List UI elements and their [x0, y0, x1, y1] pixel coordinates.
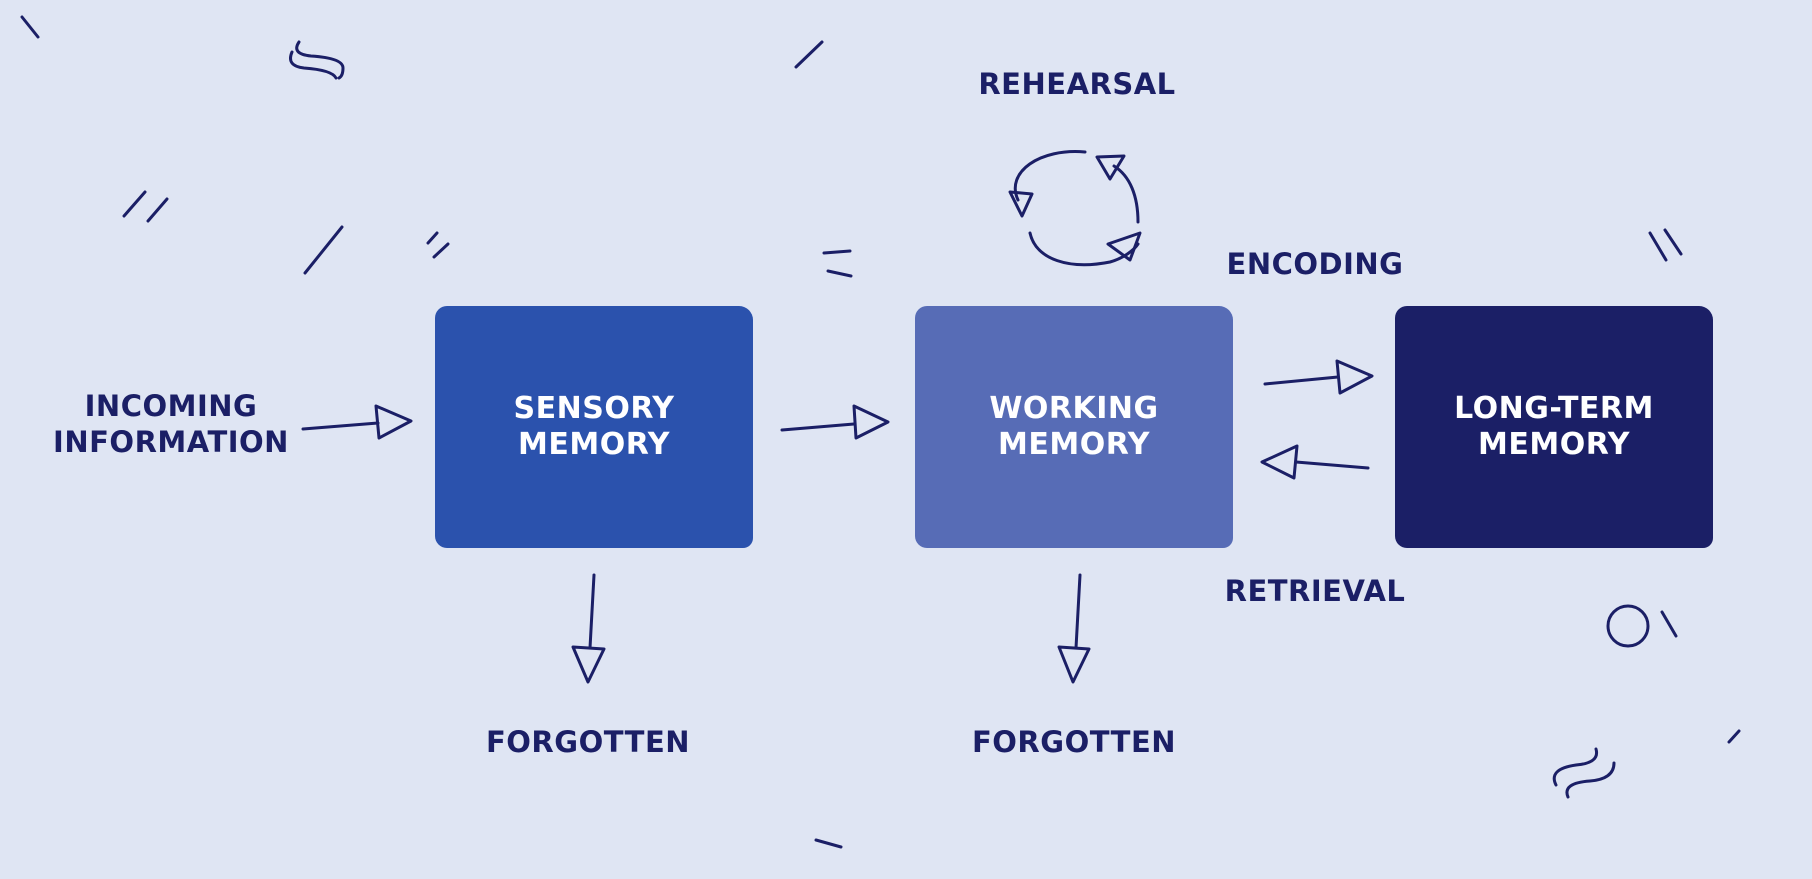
arrow-incoming-to-sensory	[301, 404, 413, 440]
long-term-memory-line2: MEMORY	[1478, 427, 1630, 462]
rehearsal-loop-arrow	[1008, 150, 1142, 267]
incoming-information-label: INCOMING INFORMATION	[40, 388, 302, 460]
arrow-encoding	[1263, 359, 1374, 395]
long-term-memory-box: LONG-TERM MEMORY	[1395, 306, 1713, 548]
arrow-sensory-forgotten	[571, 573, 606, 684]
sensory-memory-box: SENSORY MEMORY	[435, 306, 753, 548]
arrow-sensory-to-working	[780, 404, 890, 440]
arrow-retrieval	[1260, 444, 1370, 480]
rehearsal-label: REHEARSAL	[978, 67, 1176, 101]
incoming-label-line2: INFORMATION	[53, 425, 289, 459]
working-memory-line1: WORKING	[989, 391, 1159, 426]
incoming-label-line1: INCOMING	[84, 389, 258, 423]
forgotten-sensory-label: FORGOTTEN	[485, 725, 691, 759]
sensory-memory-line1: SENSORY	[513, 391, 675, 426]
retrieval-label: RETRIEVAL	[1224, 574, 1406, 608]
forgotten-working-label: FORGOTTEN	[971, 725, 1177, 759]
working-memory-box: WORKING MEMORY	[915, 306, 1233, 548]
long-term-memory-line1: LONG-TERM	[1454, 391, 1654, 426]
arrow-working-forgotten	[1057, 573, 1091, 684]
encoding-label: ENCODING	[1226, 247, 1404, 281]
working-memory-line2: MEMORY	[998, 427, 1150, 462]
decorative-doodles	[20, 15, 1741, 849]
sensory-memory-line2: MEMORY	[518, 427, 670, 462]
